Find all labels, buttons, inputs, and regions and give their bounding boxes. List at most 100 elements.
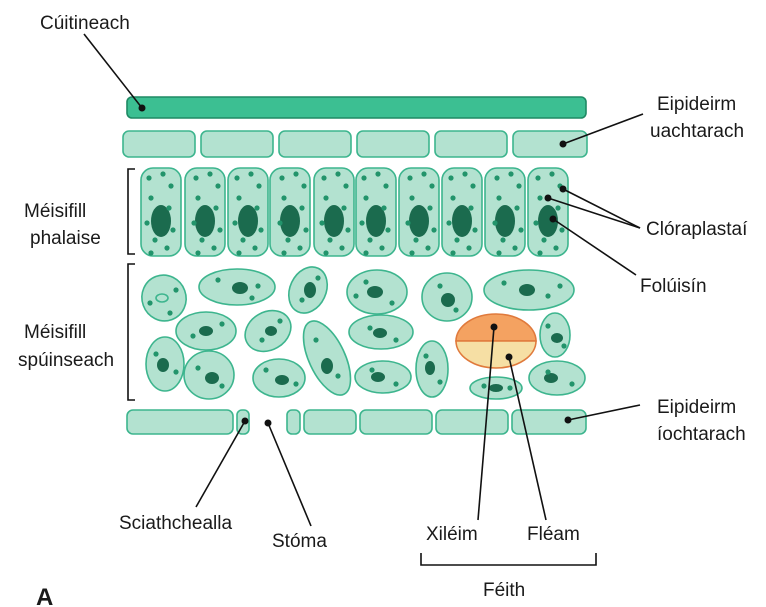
chloroplast [254, 205, 259, 210]
palisade-nucleus [195, 205, 215, 237]
chloroplast [367, 237, 372, 242]
chloroplast [167, 310, 172, 315]
chloroplast [494, 175, 499, 180]
label-cuticle: Cúitineach [40, 13, 130, 34]
chloroplast [281, 195, 286, 200]
chloroplast [335, 373, 340, 378]
chloroplast [249, 295, 254, 300]
chloroplast [345, 227, 350, 232]
chloroplast [407, 175, 412, 180]
chloroplast [553, 245, 558, 250]
chloroplast [559, 227, 564, 232]
chloroplast [453, 307, 458, 312]
chloroplast [450, 250, 455, 255]
chloroplast [147, 300, 152, 305]
chloroplast [323, 195, 328, 200]
label-phloem: Fléam [527, 524, 580, 545]
chloroplast [555, 205, 560, 210]
chloroplast [321, 175, 326, 180]
palisade-nucleus [409, 205, 429, 237]
chloroplast [496, 250, 501, 255]
chloroplast [339, 245, 344, 250]
label-upper-epidermis-1: Eipideirm [657, 94, 736, 115]
panel-letter: A [36, 584, 53, 607]
chloroplast [335, 171, 340, 176]
chloroplast [425, 245, 430, 250]
chloroplast [409, 195, 414, 200]
chloroplast [256, 183, 261, 188]
chloroplast [429, 183, 434, 188]
chloroplast [323, 250, 328, 255]
chloroplast [549, 171, 554, 176]
chloroplast [153, 351, 158, 356]
phloem [456, 341, 536, 368]
chloroplast [492, 220, 497, 225]
label-vacuole: Folúisín [640, 276, 707, 297]
chloroplast [232, 220, 237, 225]
chloroplast [353, 293, 358, 298]
chloroplast [211, 245, 216, 250]
chloroplast [259, 337, 264, 342]
palisade-nucleus [280, 205, 300, 237]
chloroplast [160, 171, 165, 176]
chloroplast [537, 195, 542, 200]
chloroplast [379, 245, 384, 250]
chloroplast [516, 183, 521, 188]
chloroplast [299, 205, 304, 210]
chloroplast [361, 175, 366, 180]
chloroplast [507, 385, 512, 390]
label-guard-cell: Sciathchealla [119, 513, 232, 534]
chloroplast [393, 337, 398, 342]
chloroplast [450, 195, 455, 200]
chloroplast [255, 283, 260, 288]
chloroplast [363, 250, 368, 255]
chloroplast [431, 227, 436, 232]
chloroplast [281, 250, 286, 255]
chloroplast [173, 287, 178, 292]
chloroplast [144, 220, 149, 225]
label-lower-epidermis-1: Eipideirm [657, 397, 736, 418]
chloroplast [472, 227, 477, 232]
chloroplast [545, 293, 550, 298]
chloroplast [421, 171, 426, 176]
chloroplast [393, 381, 398, 386]
chloroplast [468, 205, 473, 210]
chloroplast [234, 175, 239, 180]
chloroplast [512, 245, 517, 250]
label-palisade-1: Méisifill [24, 201, 86, 222]
chloroplast [423, 353, 428, 358]
chloroplast [240, 237, 245, 242]
palisade-bracket [128, 169, 135, 254]
chloroplast [297, 245, 302, 250]
chloroplast [195, 365, 200, 370]
chloroplast [219, 321, 224, 326]
chloroplast [148, 195, 153, 200]
chloroplast [146, 175, 151, 180]
chloroplast [561, 343, 566, 348]
chloroplast [285, 237, 290, 242]
chloroplast [462, 171, 467, 176]
chloroplast [569, 381, 574, 386]
vein [456, 314, 536, 368]
chloroplast [383, 183, 388, 188]
chloroplast [301, 183, 306, 188]
label-xylem: Xiléim [426, 524, 478, 545]
chloroplast [215, 277, 220, 282]
chloroplast [279, 175, 284, 180]
chloroplast [215, 183, 220, 188]
chloroplast [303, 227, 308, 232]
chloroplast [375, 171, 380, 176]
chloroplast [385, 227, 390, 232]
chloroplast [236, 250, 241, 255]
label-chloroplasts: Clóraplastaí [646, 219, 748, 240]
chloroplast [501, 280, 506, 285]
chloroplast [541, 237, 546, 242]
chloroplast [500, 237, 505, 242]
chloroplast [213, 205, 218, 210]
chloroplast [258, 227, 263, 232]
spongy-bracket [128, 264, 135, 400]
upper-epidermis [123, 131, 587, 157]
chloroplast [518, 227, 523, 232]
chloroplast [236, 195, 241, 200]
chloroplast [363, 195, 368, 200]
